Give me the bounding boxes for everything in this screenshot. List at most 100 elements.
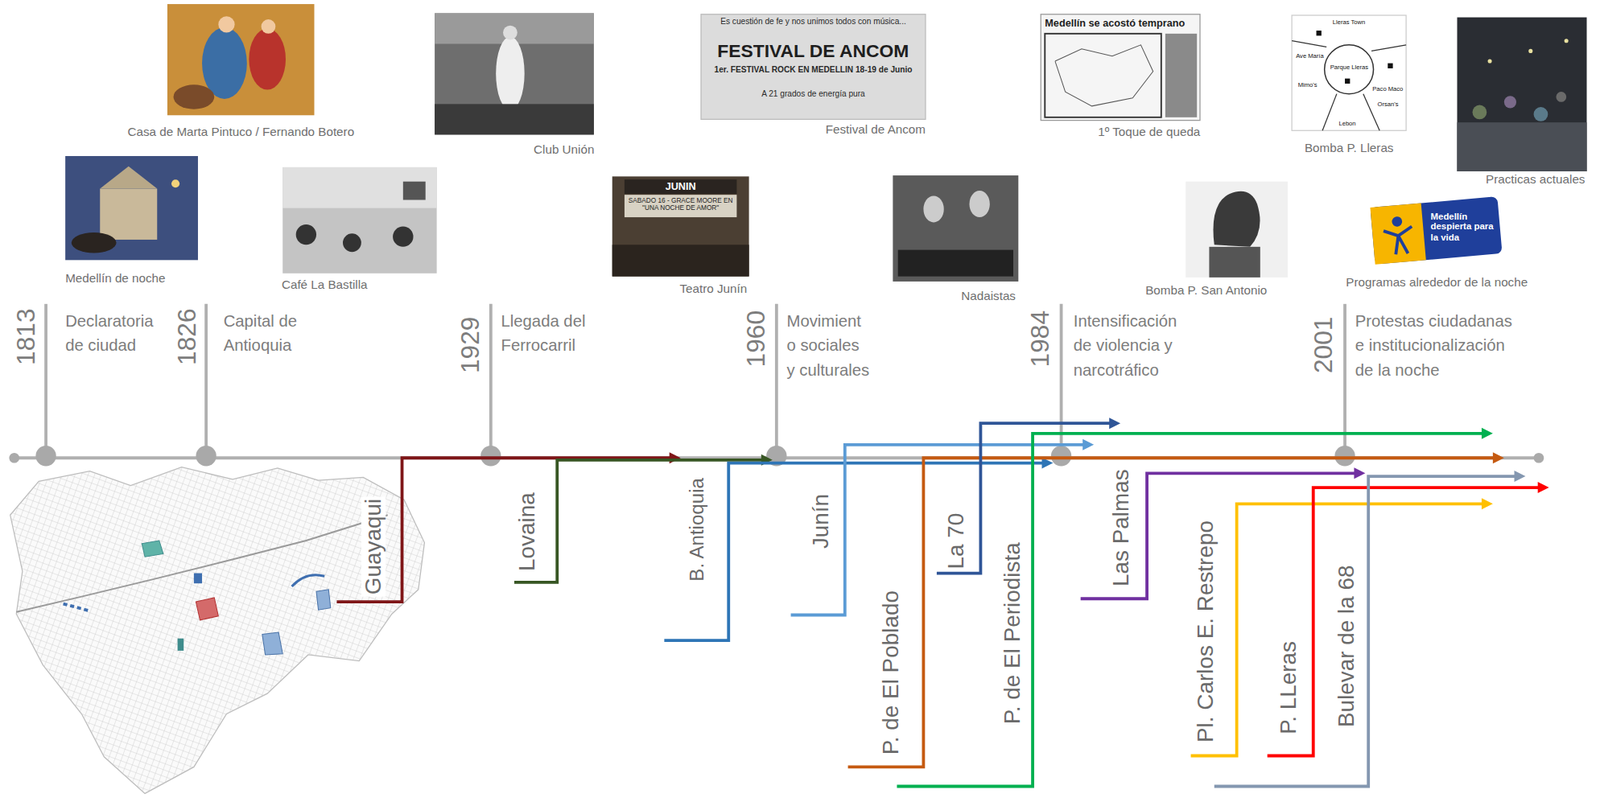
photo-caption: Programas alrededor de la noche xyxy=(1345,275,1528,290)
arrow-head xyxy=(1082,439,1094,451)
street-map-label: Lleras Town xyxy=(1332,19,1365,26)
street-map-marker xyxy=(1387,63,1393,69)
painting-church xyxy=(99,166,157,190)
poster-text: 1er. FESTIVAL ROCK EN MEDELLIN 18-19 de … xyxy=(705,65,920,75)
place-label: Pl. Carlos E. Restrepo xyxy=(1193,519,1219,746)
photo-caption: Club Unión xyxy=(533,142,594,157)
place-arrow xyxy=(514,460,765,583)
festival-poster xyxy=(701,14,926,120)
year-tick xyxy=(204,304,208,457)
arrow-head xyxy=(1513,470,1526,483)
marquee xyxy=(624,179,737,194)
period-label: Protestas ciudadanas e institucionalizac… xyxy=(1355,309,1519,383)
photo-detail xyxy=(898,250,1014,277)
year-dot xyxy=(1334,445,1355,466)
place-arrow xyxy=(1191,503,1485,756)
photo-caption: 1º Toque de queda xyxy=(1097,124,1200,140)
arrow-head xyxy=(1492,452,1505,464)
place-label: P. de El Periodista xyxy=(999,540,1025,727)
year-dot xyxy=(35,445,56,466)
period-label: Llegada del Ferrocarril xyxy=(501,309,614,359)
painting-ground xyxy=(65,156,198,260)
photo-detail xyxy=(392,226,413,247)
street-map-label: Paco Maco xyxy=(1372,85,1403,92)
marquee-text: JUNIN xyxy=(665,180,697,193)
photo-caption: Bomba P. San Antonio xyxy=(1145,283,1267,298)
street-map-park xyxy=(1324,45,1374,95)
arrow-head xyxy=(669,452,681,464)
clipping-map xyxy=(1044,33,1162,118)
map-zone xyxy=(141,540,164,557)
photo-detail xyxy=(1528,49,1533,54)
place-label: Las Palmas xyxy=(1109,467,1135,590)
photo-caption: Casa de Marta Pintuco / Fernando Botero xyxy=(127,124,355,140)
painting-figure xyxy=(218,16,235,33)
year-label: 2001 xyxy=(1310,317,1337,375)
street-map xyxy=(1291,15,1407,131)
arrow-head xyxy=(1538,482,1550,494)
poster-text: Es cuestión de fe y nos unimos todos con… xyxy=(705,17,920,28)
botero-painting xyxy=(167,4,315,116)
photo-detail xyxy=(1504,95,1517,108)
photo-detail xyxy=(296,224,317,245)
place-label: B. Antioquia xyxy=(686,476,708,585)
painting-carriage xyxy=(71,232,117,253)
year-dot xyxy=(195,445,216,466)
clipping-map xyxy=(1055,45,1154,107)
poster-title: FESTIVAL DE ANCOM xyxy=(717,41,909,62)
place-label: Junín xyxy=(808,491,834,551)
sculpture-pedestal xyxy=(1208,247,1260,278)
logo-figure xyxy=(1383,226,1415,256)
photo-caption: Medellín de noche xyxy=(65,271,165,286)
programme-logo xyxy=(1369,196,1502,265)
arrow-head xyxy=(1481,428,1493,440)
photo-detail xyxy=(1564,38,1569,43)
photo-caption: Teatro Junín xyxy=(679,281,747,297)
axis-end xyxy=(8,453,20,464)
map-zone xyxy=(262,632,283,656)
poster-text: A 21 grados de energía pura xyxy=(705,90,920,100)
clipping-ground xyxy=(1040,14,1200,121)
current-practices-photo xyxy=(1456,17,1587,172)
map-river xyxy=(16,515,388,612)
street-map-label: Orsan's xyxy=(1377,101,1399,108)
place-label: P. de El Poblado xyxy=(878,588,904,757)
year-dot xyxy=(480,445,501,466)
photo-detail xyxy=(503,25,518,41)
photo-ground xyxy=(282,167,437,274)
cafe-photo xyxy=(282,167,437,274)
painting-figure xyxy=(173,84,215,109)
bird-sculpture xyxy=(1212,191,1260,248)
street-map-ground xyxy=(1291,15,1407,131)
photo-detail xyxy=(1456,122,1587,172)
period-label: Capital de Antioquia xyxy=(223,309,336,359)
street-map-marker xyxy=(1344,78,1350,84)
arrow-head xyxy=(1353,467,1365,479)
sculpture-photo xyxy=(1185,181,1288,278)
axis-end xyxy=(1534,453,1545,464)
marquee-text: SABADO 16 - GRACE MOORE EN "UNA NOCHE DE… xyxy=(626,197,735,213)
year-tick xyxy=(489,304,493,457)
place-label: Guayaqui xyxy=(361,496,387,597)
painting-figure xyxy=(202,27,248,99)
photo-ground xyxy=(892,175,1019,282)
photo-detail xyxy=(342,233,362,252)
year-dot xyxy=(1051,445,1072,466)
place-label: Lovaina xyxy=(515,490,541,574)
map-zone xyxy=(193,573,203,585)
logo-text: Medellín despierta para la vida xyxy=(1430,210,1499,243)
photo-detail xyxy=(434,103,594,135)
place-arrow xyxy=(336,457,673,603)
club-union-photo xyxy=(434,12,594,135)
photo-caption: Practicas actuales xyxy=(1485,172,1585,187)
photo-detail xyxy=(282,167,437,209)
year-tick xyxy=(775,304,779,457)
place-label: La 70 xyxy=(944,511,970,572)
year-label: 1929 xyxy=(457,317,483,375)
place-label: Bulevar de la 68 xyxy=(1334,563,1360,730)
street-map-marker xyxy=(1316,30,1322,36)
night-painting xyxy=(65,156,198,260)
